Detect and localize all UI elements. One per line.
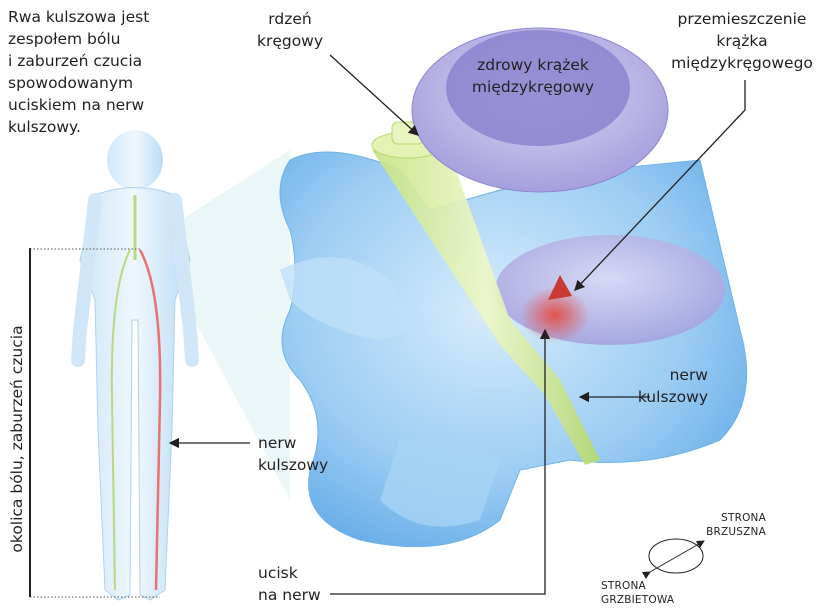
- orientation-compass: [641, 538, 705, 579]
- intro-line: spowodowanym: [8, 74, 134, 92]
- label-line: STRONA: [601, 580, 646, 592]
- label-line: rdzeń: [268, 10, 312, 28]
- pain-area-bracket: [29, 248, 160, 598]
- pointer-spinal-cord: [329, 54, 419, 136]
- sciatic-nerve-body-label: nerw kulszowy: [258, 432, 328, 476]
- label-line: nerw: [258, 434, 297, 452]
- label-line: nerw: [669, 366, 708, 384]
- intro-line: i zaburzeń czucia: [8, 52, 143, 70]
- pointer-disc-displacement: [574, 80, 746, 291]
- label-line: zdrowy krążek: [477, 56, 589, 74]
- intro-line: uciskiem na nerw: [8, 96, 145, 114]
- disc-displacement-label: przemieszczenie krążka międzykręgowego: [660, 8, 824, 74]
- label-line: ucisk: [258, 564, 298, 582]
- sciatic-nerve-spine-label: nerw kulszowy: [620, 364, 708, 408]
- label-line: STRONA: [721, 512, 766, 524]
- label-line: BRZUSZNA: [706, 526, 766, 538]
- herniation-arrow: [548, 275, 572, 300]
- human-body: [71, 130, 199, 601]
- label-line: przemieszczenie: [677, 10, 807, 28]
- intro-line: zespołem bólu: [8, 30, 121, 48]
- label-line: międzykręgowy: [471, 78, 595, 96]
- herniation-pain-area: [520, 287, 590, 343]
- label-line: krążka: [716, 32, 768, 50]
- pain-area-label: okolica bólu, zaburzeń czucia: [8, 325, 26, 553]
- label-line: kulszowy: [637, 388, 708, 406]
- label-line: GRZBIETOWA: [601, 594, 675, 606]
- healthy-disc: [411, 27, 669, 193]
- spinal-cord-label: rdzeń kręgowy: [250, 8, 330, 52]
- label-line: kulszowy: [258, 456, 329, 474]
- label-line: kręgowy: [256, 32, 324, 50]
- pointer-compression: [330, 328, 551, 595]
- intro-line: Rwa kulszowa jest: [8, 8, 150, 26]
- dorsal-side-label: STRONA GRZBIETOWA: [601, 579, 674, 607]
- healthy-disc-label: zdrowy krążek międzykręgowy: [463, 54, 603, 98]
- intro-text: Rwa kulszowa jest zespołem bólu i zaburz…: [8, 6, 149, 138]
- intro-line: kulszowy.: [8, 118, 81, 136]
- label-line: na nerw: [258, 586, 321, 604]
- ventral-side-label: STRONA BRZUSZNA: [690, 511, 766, 539]
- nerve-compression-label: ucisk na nerw: [258, 562, 321, 606]
- label-line: międzykręgowego: [671, 54, 813, 72]
